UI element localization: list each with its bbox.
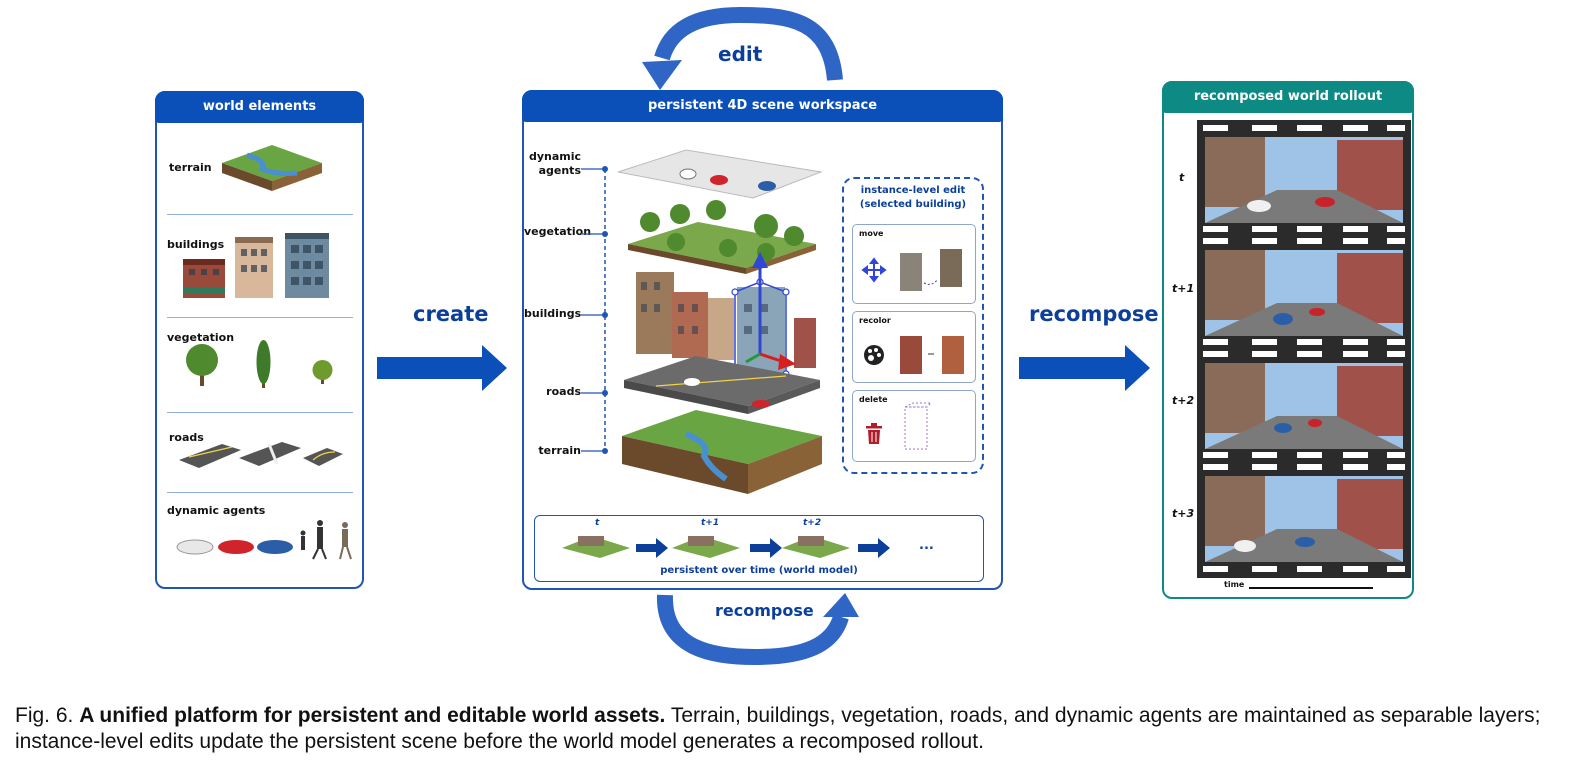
timeline-illustration [562,536,890,558]
create-arrow [377,345,507,391]
layer-label-vegetation: vegetation [524,225,592,238]
figure-caption: Fig. 6. A unified platform for persisten… [15,703,1565,755]
element-label-buildings: buildings [167,238,225,251]
layer-label-roads: roads [546,385,581,398]
vegetation-thumbnail [186,340,333,388]
rollout-frame-label-t: t [1179,171,1185,184]
trash-icon [866,423,882,444]
agents-thumbnail [176,520,352,560]
palette-icon [864,345,884,365]
rollout-time-axis [1249,587,1373,589]
instance-edit-title-line2: (selected building) [859,199,967,210]
recompose-bottom-label: recompose [715,601,814,620]
layer-connector [581,166,608,454]
roads-thumbnail [179,442,343,468]
edit-card-recolor-label: recolor [859,316,891,325]
recolor-thumbnail [900,336,964,374]
caption-prefix: Fig. 6. [15,704,80,727]
deleted-building-outline [904,402,933,450]
edit-label: edit [718,42,763,66]
separator [167,412,353,413]
terrain-thumbnail [222,145,322,191]
element-label-terrain: terrain [169,161,212,174]
buildings-thumbnail [183,233,329,298]
instance-edit-title-line1: instance-level edit [860,185,966,196]
rollout-frame-label-t1: t+1 [1172,282,1195,295]
instance-edit-group: instance-level edit (selected building) … [842,177,984,474]
workspace-title: persistent 4D scene workspace [522,90,1003,122]
element-label-dynamic-agents: dynamic agents [167,504,266,517]
rollout-frame-label-t3: t+3 [1172,507,1195,520]
workspace-panel: persistent 4D scene workspace dynamic ag… [522,90,1003,590]
timeline-step-t: t [595,518,600,528]
timeline-step-t1: t+1 [701,518,720,528]
caption-bold: A unified platform for persistent and ed… [79,704,666,727]
edit-loop-arrow [642,6,843,90]
element-label-vegetation: vegetation [167,331,235,344]
separator [167,492,353,493]
layer-stack-illustration [617,149,823,494]
caption-rest: Terrain, buildings, vegetation, roads, a… [15,704,1541,753]
timeline-caption: persistent over time (world model) [660,565,858,576]
timeline-strip: t t+1 t+2 ... persistent over time (worl… [534,515,984,582]
film-strip [1197,120,1411,578]
layer-label-dynamic-agents: dynamic agents [529,150,582,177]
rollout-panel: recomposed world rollout t t+1 t+2 t+3 [1162,81,1414,599]
edit-card-move-label: move [859,229,884,238]
move-icon [861,257,887,283]
move-thumbnail [900,249,962,291]
separator [167,214,353,215]
edit-card-move[interactable]: move [852,224,976,304]
separator [167,317,353,318]
recompose-arrow [1019,345,1150,391]
layer-label-buildings: buildings [524,307,582,320]
recompose-loop-arrow [656,593,859,666]
recompose-label: recompose [1029,302,1159,326]
rollout-title: recomposed world rollout [1162,81,1414,113]
element-label-roads: roads [169,431,204,444]
timeline-step-t2: t+2 [803,518,822,528]
edit-card-delete[interactable]: delete [852,390,976,462]
world-elements-title: world elements [155,91,364,123]
edit-card-delete-label: delete [859,395,888,404]
timeline-ellipsis: ... [919,538,934,553]
rollout-time-label: time [1224,580,1245,589]
layer-label-terrain: terrain [538,444,581,457]
edit-card-recolor[interactable]: recolor [852,311,976,383]
world-elements-panel: world elements terrain buildings vegetat… [155,91,364,589]
create-label: create [413,302,489,326]
rollout-frame-label-t2: t+2 [1172,394,1195,407]
